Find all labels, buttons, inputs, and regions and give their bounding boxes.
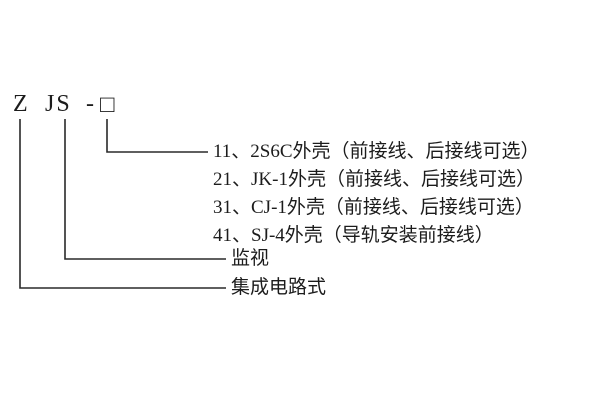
shell-option-11: 11、2S6C外壳（前接线、后接线可选） [213,141,540,162]
model-code: Z JS - □ [0,90,600,118]
callout-z-meaning: 集成电路式 [231,277,327,298]
line-js-to-monitor [64,119,226,260]
model-dash: - [86,91,94,117]
shell-options-list: 11、2S6C外壳（前接线、后接线可选） 21、JK-1外壳（前接线、后接线可选… [213,138,540,250]
shell-option-31: 31、CJ-1外壳（前接线、后接线可选） [213,197,534,218]
model-letters-js: JS [45,91,72,117]
shell-option-21: 21、JK-1外壳（前接线、后接线可选） [213,169,535,190]
callout-js-meaning: 监视 [231,248,270,269]
line-z-to-circuit [19,119,226,289]
shell-option-41: 41、SJ-4外壳（导轨安装前接线） [213,225,494,246]
model-letter-z: Z [13,91,28,117]
line-box-to-options [106,119,208,153]
model-placeholder-box: □ [100,92,115,118]
